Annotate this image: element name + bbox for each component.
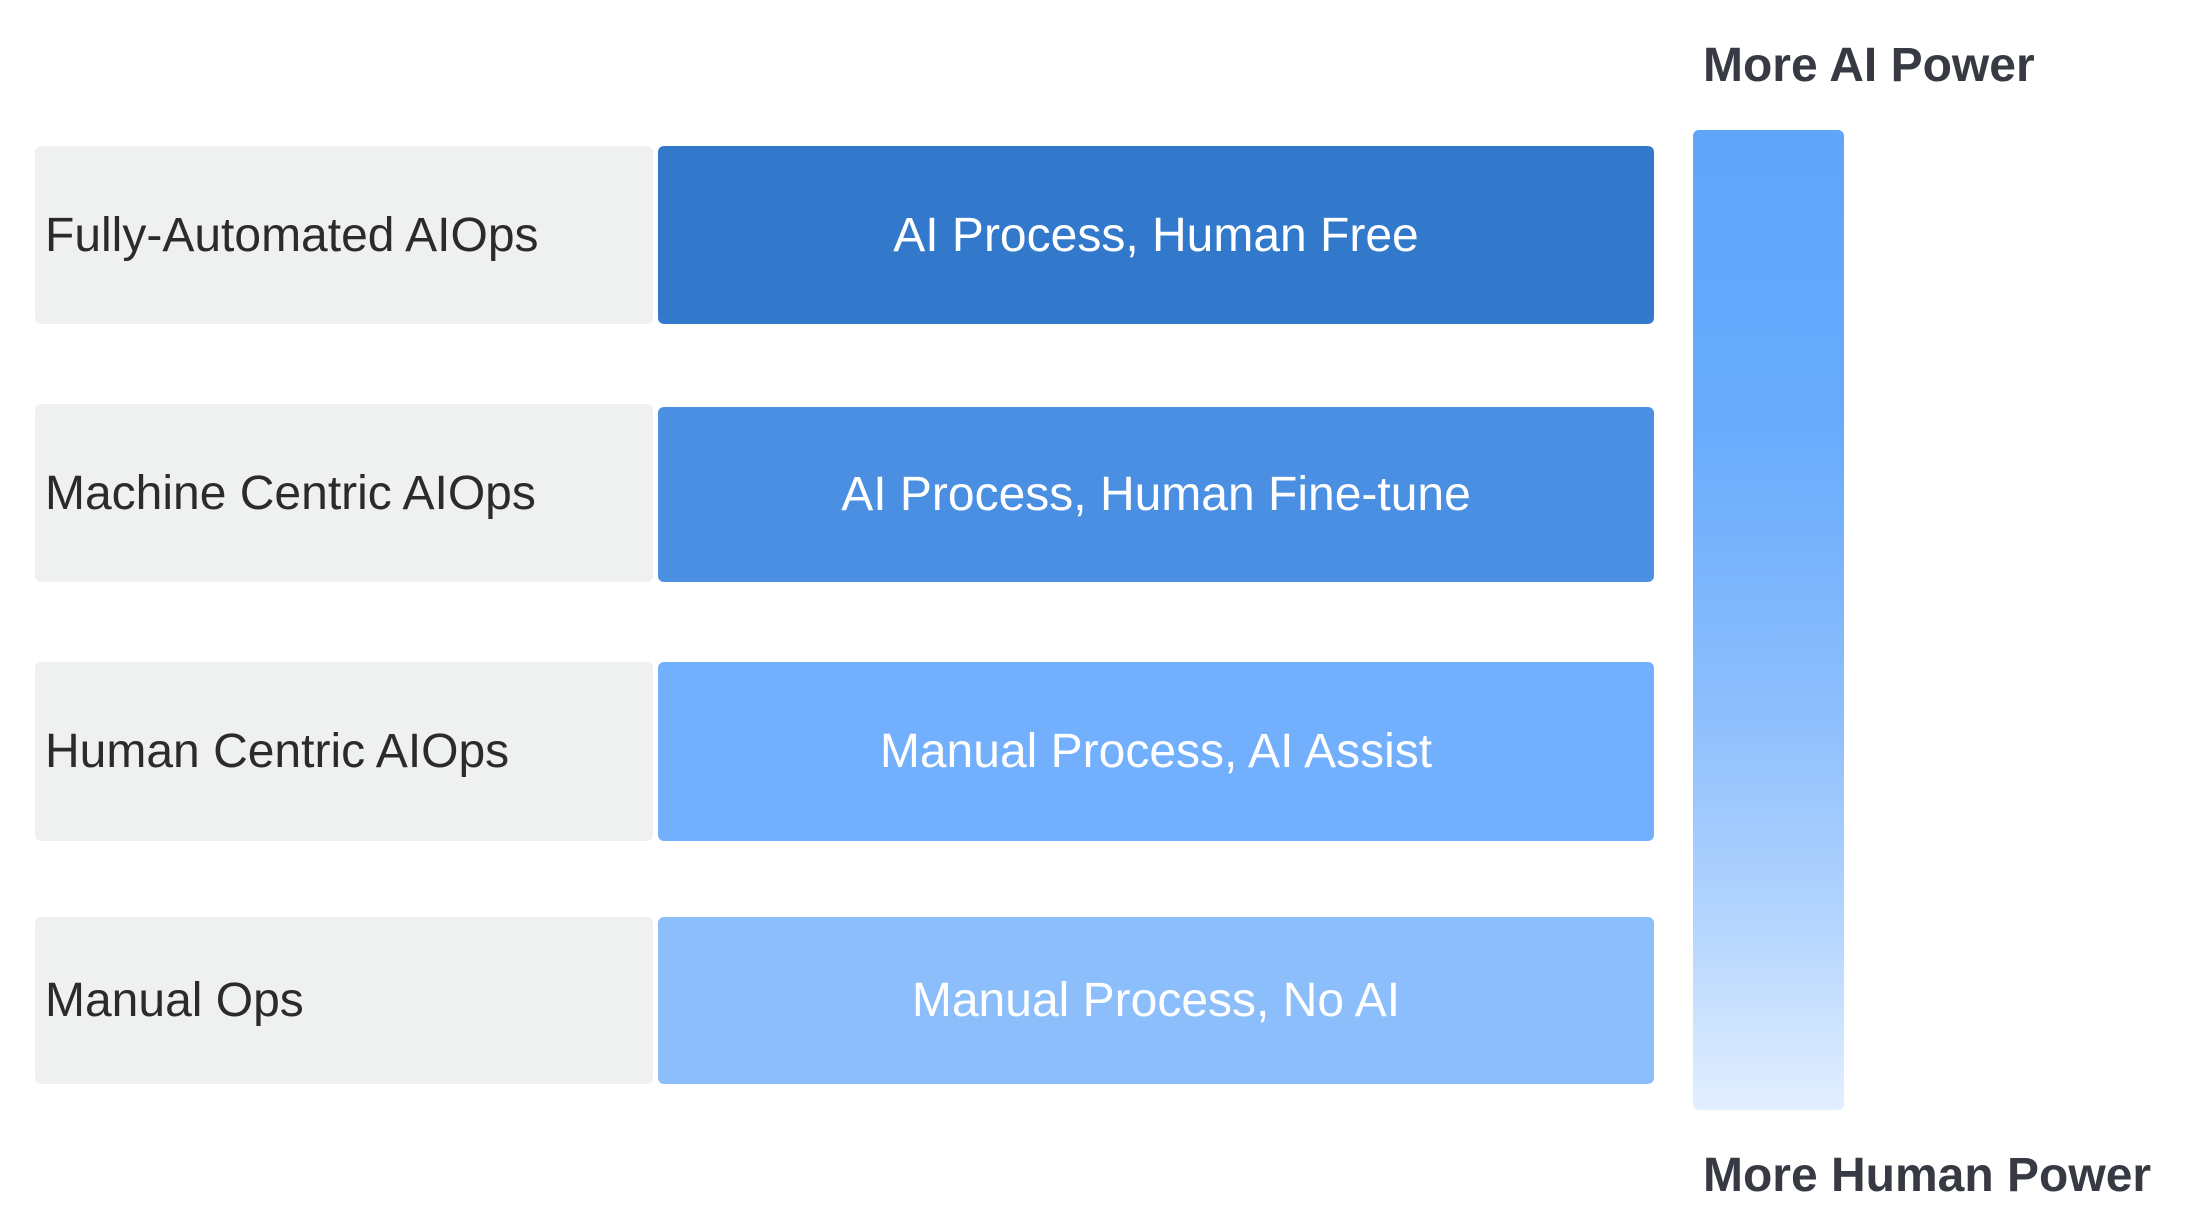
level-name-human-centric: Human Centric AIOps [35,662,653,841]
level-name-fully-automated: Fully-Automated AIOps [35,146,653,324]
power-gradient-bar [1693,130,1844,1110]
level-box-manual-ops: Manual Process, No AI [658,917,1654,1084]
level-name-machine-centric: Machine Centric AIOps [35,404,653,582]
scale-top-label: More AI Power [1703,39,2035,92]
level-box-machine-centric: AI Process, Human Fine-tune [658,407,1654,582]
level-box-fully-automated: AI Process, Human Free [658,146,1654,324]
level-box-human-centric: Manual Process, AI Assist [658,662,1654,841]
scale-bottom-label: More Human Power [1703,1149,2152,1202]
level-name-manual-ops: Manual Ops [35,917,653,1084]
